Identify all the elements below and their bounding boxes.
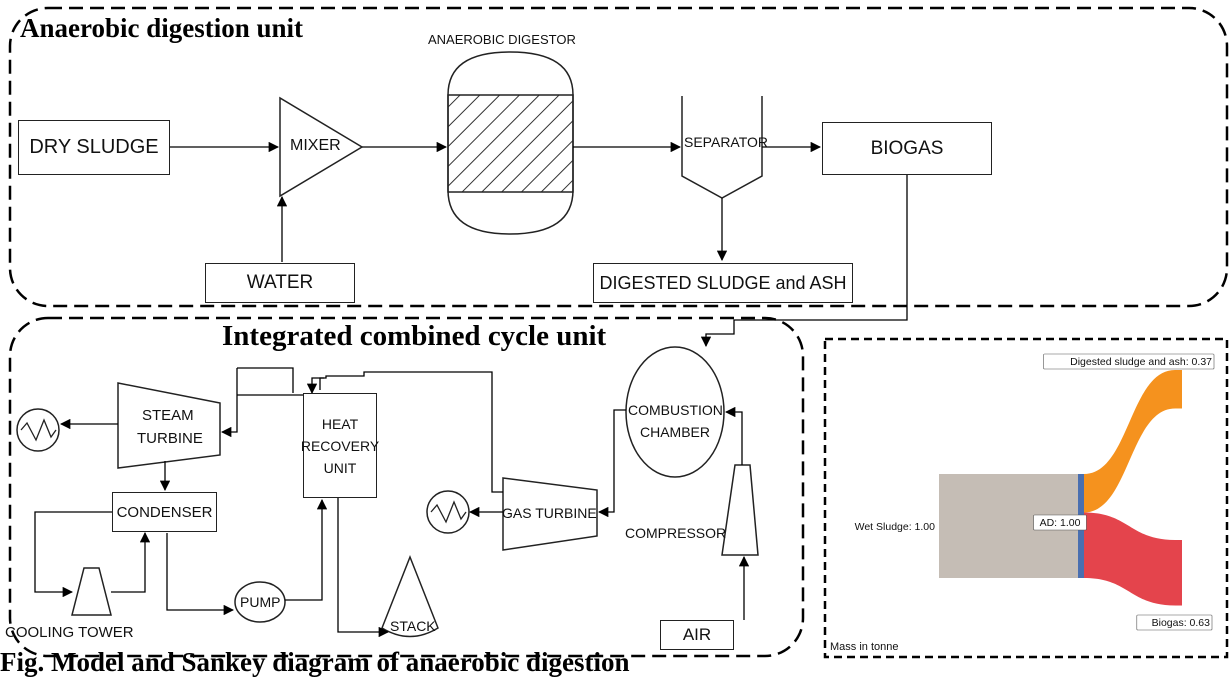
mixer-shape	[279, 96, 364, 198]
cooling-tower-shape	[71, 567, 112, 616]
combustion-label-2: CHAMBER	[640, 424, 711, 440]
dry-sludge-label: DRY SLUDGE	[29, 136, 159, 158]
cooling-tower-label: COOLING TOWER	[5, 624, 134, 641]
ad-unit-frame	[8, 6, 1229, 308]
steam-turbine-label-2: TURBINE	[137, 430, 203, 447]
pump-shape	[234, 581, 286, 623]
arrow-pump-hru	[285, 498, 328, 601]
sankey-node-digested	[1175, 370, 1182, 409]
arrow-combustion-gasturbine	[597, 409, 626, 518]
sankey-link-biogas	[1084, 512, 1175, 606]
sankey-chart: Wet Sludge: 1.00 AD: 1.00 Digested sludge …	[855, 353, 1215, 631]
water-box: WATER	[205, 263, 355, 303]
condenser-label: CONDENSER	[116, 503, 213, 521]
digested-box: DIGESTED SLUDGE and ASH	[593, 263, 853, 303]
ad-unit-title: Anaerobic digestion unit	[20, 13, 304, 43]
sankey-frame	[823, 337, 1229, 659]
biogas-box: BIOGAS	[822, 122, 992, 175]
hru-label-2: RECOVERY	[300, 437, 380, 454]
hru-label-1: HEAT	[321, 415, 359, 432]
water-label: WATER	[246, 272, 314, 293]
sankey-footer: Mass in tonne	[830, 641, 899, 653]
hru-box: HEAT RECOVERY UNIT	[300, 393, 380, 498]
gas-turbine-shape	[502, 477, 598, 551]
sankey-link-digested	[1084, 370, 1175, 513]
compressor-shape	[721, 464, 759, 556]
steam-turbine-shape	[117, 382, 221, 469]
digestor-label: ANAEROBIC DIGESTOR	[428, 32, 576, 47]
compressor-label: COMPRESSOR	[625, 525, 727, 541]
line-hru-top	[237, 367, 294, 393]
sankey-label-digested-bg	[1043, 353, 1215, 370]
combustion-chamber-shape	[625, 346, 725, 478]
sankey-label-biogas-bg	[1136, 614, 1213, 631]
sankey-label-wet-sludge: Wet Sludge: 1.00	[855, 521, 936, 533]
digestor-hatch	[447, 94, 574, 193]
sankey-label-ad-bg	[1033, 514, 1087, 531]
arrow-biogas-combustion	[700, 175, 908, 348]
mixer-label: MIXER	[290, 137, 341, 154]
arrow-compressor-combustion	[724, 406, 743, 465]
arrow-gasturbine-hru-head	[306, 377, 324, 395]
air-box: AIR	[660, 620, 734, 650]
figure-caption: Fig. Model and Sankey diagram of anaerob…	[0, 647, 630, 677]
separator-label: SEPARATOR	[684, 134, 769, 150]
air-label: AIR	[682, 625, 712, 644]
line-condenser-tower	[34, 511, 112, 598]
arrow-hru-stack	[337, 498, 390, 638]
biogas-label: BIOGAS	[870, 137, 944, 159]
cc-unit-title: Integrated combined cycle unit	[222, 320, 607, 352]
sankey-label-biogas: Biogas: 0.63	[1152, 617, 1211, 629]
arrow-condenser-pump	[166, 533, 235, 616]
sankey-node-biogas	[1175, 540, 1182, 606]
sankey-label-digested: Digested sludge and ash: 0.37	[1070, 356, 1212, 368]
stack-label: STACK	[390, 618, 436, 634]
sankey-label-ad: AD: 1.00	[1040, 517, 1081, 529]
gas-turbine-label: GAS TURBINE	[502, 505, 597, 521]
diagram-canvas	[8, 6, 1229, 659]
generator-icon	[16, 408, 60, 452]
dry-sludge-box: DRY SLUDGE	[18, 120, 170, 175]
digested-label: DIGESTED SLUDGE and ASH	[599, 272, 847, 293]
arrow-hru-steamturbine	[220, 368, 303, 438]
arrow-tower-condenser	[111, 531, 151, 593]
hru-label-3: UNIT	[323, 459, 357, 476]
combustion-label-1: COMBUSTION	[628, 402, 723, 418]
condenser-box: CONDENSER	[112, 492, 217, 532]
cc-unit-frame	[8, 316, 805, 658]
pump-label: PUMP	[240, 594, 281, 610]
steam-turbine-label-1: STEAM	[142, 407, 194, 424]
